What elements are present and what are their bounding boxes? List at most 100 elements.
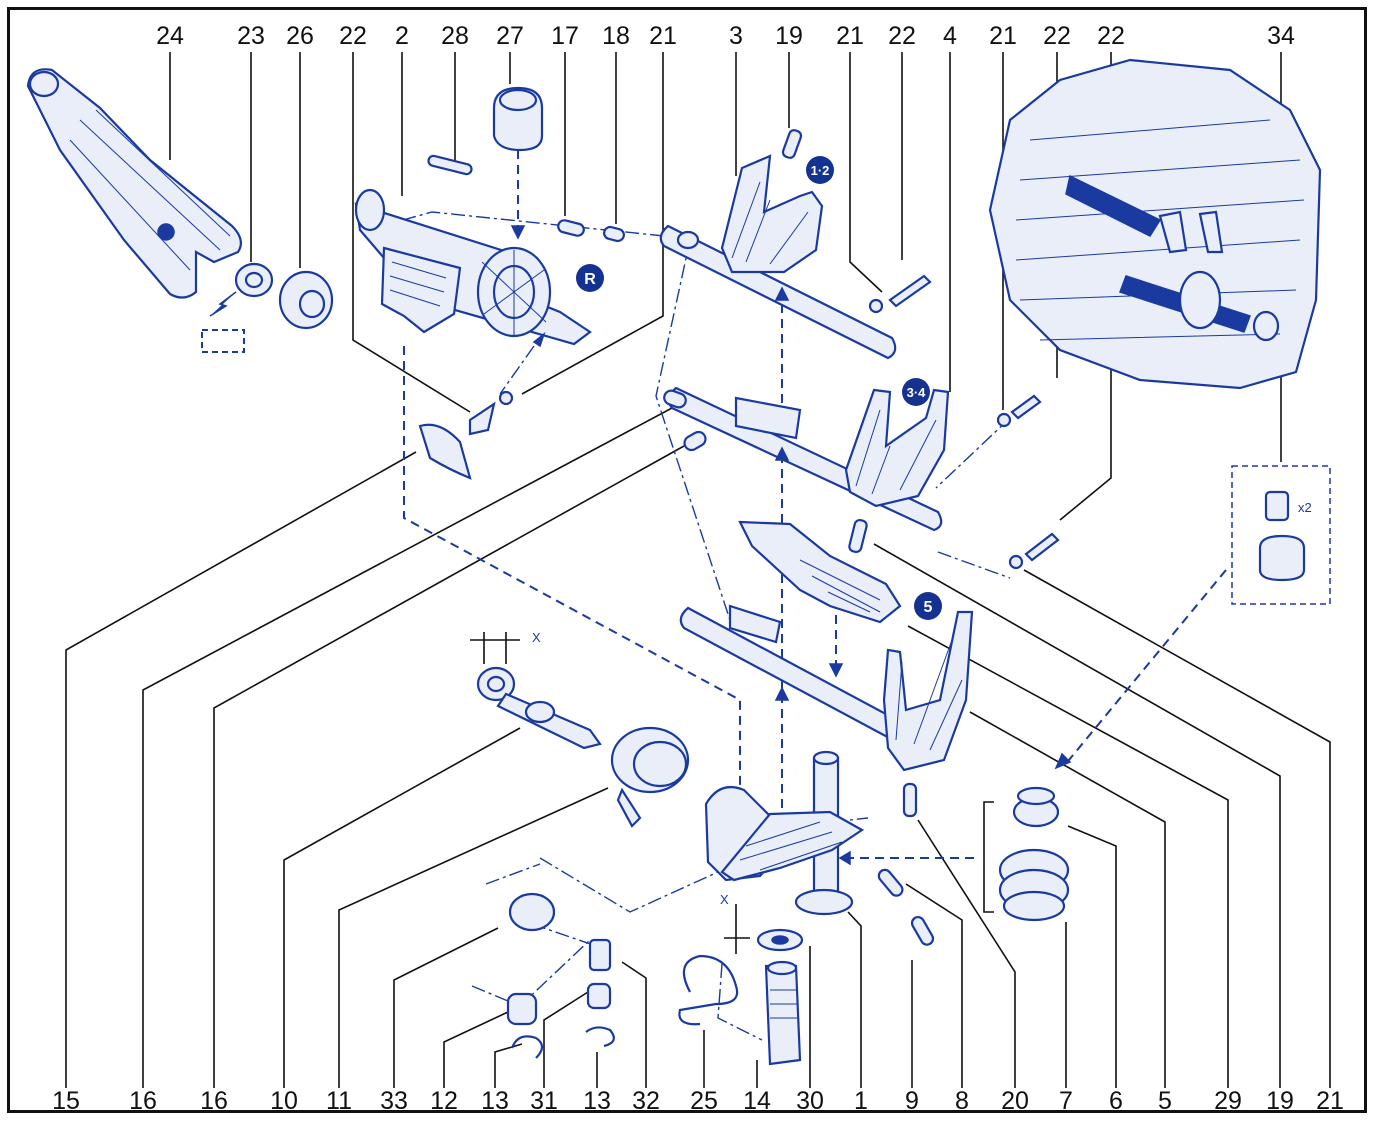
callout-top-22d: 22	[1097, 22, 1125, 50]
release-bushes	[201, 262, 334, 353]
interlock-clip-15	[418, 423, 472, 480]
bush-6-top	[1016, 786, 1056, 806]
kit-34-small-bush	[1264, 490, 1290, 522]
callout-top-19: 19	[775, 22, 803, 50]
badge-fork-3-4-disc	[902, 378, 930, 406]
gearshift-link	[476, 666, 602, 750]
fifth-block-hatching	[799, 559, 881, 613]
clearance-marker-top	[470, 632, 520, 664]
leader-32	[621, 961, 647, 1088]
reverse-fork-block	[380, 246, 462, 334]
callout-bottom-30: 30	[796, 1087, 824, 1115]
fork-1-2-body	[720, 154, 824, 274]
link-eye-bore	[486, 675, 506, 693]
arrow-up-21-r	[532, 331, 546, 348]
spring-22-fork12	[888, 274, 932, 308]
rail-3-4-block	[734, 396, 802, 440]
bush-27-top	[498, 88, 538, 112]
arrow-23	[209, 291, 237, 317]
guide-21-5	[937, 551, 1011, 579]
leader-8	[905, 883, 963, 1088]
guide-pin-17	[373, 211, 665, 237]
callout-bottom-10: 10	[270, 1087, 298, 1115]
leader-21	[521, 52, 664, 395]
badge-fork-1-2-disc	[806, 156, 834, 184]
arrow-down-27	[510, 225, 526, 240]
callout-bottom-32: 32	[632, 1087, 660, 1115]
callout-bottom-8: 8	[955, 1087, 969, 1115]
ball-21-fork12	[868, 298, 884, 314]
plunger-16a	[663, 389, 687, 409]
callout-top-3: 3	[729, 22, 743, 50]
selector-hatching	[739, 821, 843, 871]
leader-5	[969, 711, 1166, 1088]
arrow-up-3-4	[774, 446, 790, 461]
fifth-block	[738, 520, 902, 624]
fork-5-assembly	[679, 604, 974, 772]
gaiter-parts	[983, 786, 1070, 922]
callout-top-21: 21	[649, 22, 677, 50]
pin-8	[877, 868, 904, 897]
fork-1-2-hatching	[731, 181, 809, 265]
badge-fork-1-2-label: 1·2	[811, 163, 830, 178]
pin-9	[910, 915, 935, 946]
housing-face	[632, 740, 688, 788]
leader-21b	[849, 52, 883, 293]
spring-22-fork34	[1010, 394, 1042, 420]
fork-body	[26, 68, 243, 299]
callout-top-22c: 22	[1043, 22, 1071, 50]
arrow-down-34	[1054, 752, 1072, 770]
callout-bottom-11: 11	[326, 1087, 352, 1115]
gearbox-forks	[1158, 210, 1224, 254]
guide-21-r	[499, 345, 535, 395]
callout-top-22b: 22	[888, 22, 916, 50]
badge-fork-5: 5	[914, 592, 942, 620]
clearance-x-bottom: X	[720, 892, 750, 954]
callout-bottom-1: 1	[854, 1087, 868, 1115]
guide-lever-link	[539, 857, 741, 913]
reverse-block-hatching	[389, 261, 447, 307]
callout-top-21b: 21	[836, 22, 864, 50]
badge-fork-1-2: 1·2	[806, 156, 834, 184]
callout-bottom-29: 29	[1214, 1087, 1242, 1115]
clearance-x-top: X	[470, 630, 541, 664]
circlip-13a	[510, 1035, 544, 1059]
callout-bottom-13: 13	[481, 1087, 509, 1115]
callout-bottom-21: 21	[1316, 1087, 1344, 1115]
bush-33	[508, 892, 556, 932]
ball-21-fork34	[996, 412, 1012, 428]
link-rod	[496, 692, 602, 750]
clutch-release-fork	[26, 68, 243, 299]
guide-25-14	[717, 963, 763, 1041]
badge-fork-3-4: 3·4	[902, 378, 930, 406]
pin-28	[427, 154, 473, 176]
small-parts	[506, 892, 615, 1059]
reverse-gear-teeth	[481, 250, 547, 336]
pin-20	[902, 782, 918, 818]
sleeve-12	[506, 992, 538, 1026]
fork-5-body	[882, 610, 974, 772]
pin-19	[781, 129, 803, 159]
pin-19-fork34	[848, 518, 868, 554]
callout-bottom-13b: 13	[583, 1087, 611, 1115]
fork-3-4-hatching	[855, 409, 937, 495]
gearbox-shaft-end	[1252, 310, 1280, 342]
callout-top-23: 23	[237, 22, 265, 50]
reversing-light-switch	[764, 960, 802, 1066]
top-callout-labels: 24 23 26 22 2 28 27 17 18 21 3 19 21 22 …	[156, 22, 1295, 50]
leader-21d	[1023, 569, 1331, 1088]
callout-top-21c: 21	[989, 22, 1017, 50]
callout-top-2: 2	[395, 22, 409, 50]
guide-34-to-6	[1063, 569, 1227, 767]
reverse-selector-assembly	[354, 188, 592, 346]
badge-fork-5-label: 5	[924, 599, 933, 616]
leader-33	[393, 927, 499, 1088]
reverse-shaft-end	[354, 188, 386, 232]
washer-30-bore	[771, 935, 789, 945]
callout-top-34: 34	[1267, 22, 1295, 50]
leader-11	[338, 787, 609, 1088]
leader-16b	[213, 445, 685, 1088]
selector-base	[794, 888, 854, 916]
rail-5-block	[728, 604, 782, 644]
badge-fork-5-disc	[914, 592, 942, 620]
